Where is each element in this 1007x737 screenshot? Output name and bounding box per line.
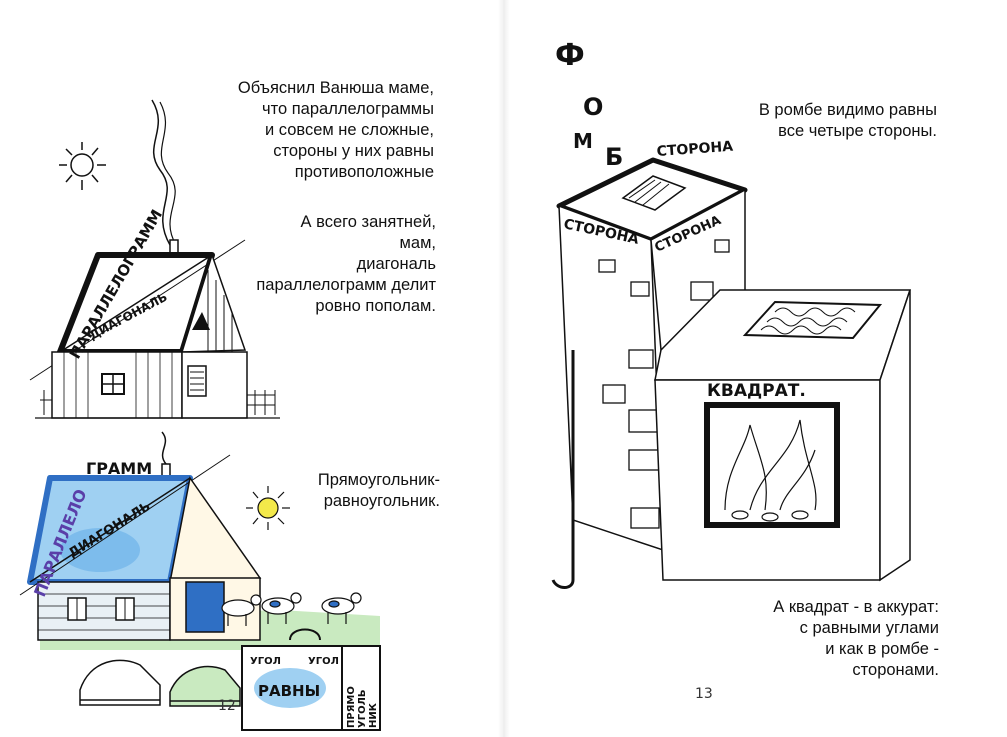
oven-square-label: КВАДРАТ. [707, 381, 806, 401]
box-angle-label-2: УГОЛ [308, 656, 339, 667]
smoke-letter-2: О [583, 93, 603, 121]
box-side-label-3: НИК [368, 702, 379, 728]
stove-top-side-label: СТОРОНА [656, 139, 734, 160]
verse-square: А квадрат - в аккурат: с равными углами … [773, 598, 939, 679]
box-side-label-1: ПРЯМО [346, 686, 357, 728]
verse-parallelogram: Объяснил Ванюша маме, что параллелограмм… [237, 79, 434, 181]
rug-illustration [742, 300, 883, 340]
box-equal-label: РАВНЫ [258, 682, 320, 700]
goat-illustration [221, 592, 362, 626]
stove-illustration: Ф О М Б [551, 38, 912, 589]
rectangle-house-illustration: УГОЛ УГОЛ РАВНЫ ПРЯМО УГОЛЬ НИК ПАРАЛЛЕЛ… [19, 431, 381, 731]
smoke-letter-1: Ф [555, 38, 585, 73]
parallelogram-house-illustration: ПАРАЛЛЕЛОГРАММ ДИАГОНАЛЬ [29, 99, 280, 419]
smoke-letter-3: М [573, 129, 593, 153]
page-number-left: 12 [218, 698, 236, 714]
parallelogram-side-label-b: ГРАММ [86, 459, 152, 478]
verse-diagonal: А всего занятней, мам, диагональ паралле… [256, 213, 436, 315]
sun-icon [59, 142, 106, 190]
verse-rectangle: Прямоугольник- равноугольник. [317, 471, 440, 510]
right-page: В ромбе видимо равны все четыре стороны.… [505, 0, 1007, 737]
sun-icon [246, 486, 290, 530]
smoke-letter-4: Б [605, 143, 623, 171]
book-gutter [498, 0, 510, 737]
page-number-right: 13 [695, 686, 713, 702]
fire-illustration [724, 419, 817, 522]
shoes-illustration [79, 659, 241, 707]
verse-rhombus: В ромбе видимо равны все четыре стороны. [758, 101, 937, 140]
left-page: Объяснил Ванюша маме, что параллелограмм… [0, 0, 500, 737]
box-side-label-2: УГОЛЬ [357, 689, 368, 728]
box-angle-label-1: УГОЛ [250, 656, 281, 667]
equal-box-illustration: УГОЛ УГОЛ РАВНЫ ПРЯМО УГОЛЬ НИК [241, 628, 381, 731]
